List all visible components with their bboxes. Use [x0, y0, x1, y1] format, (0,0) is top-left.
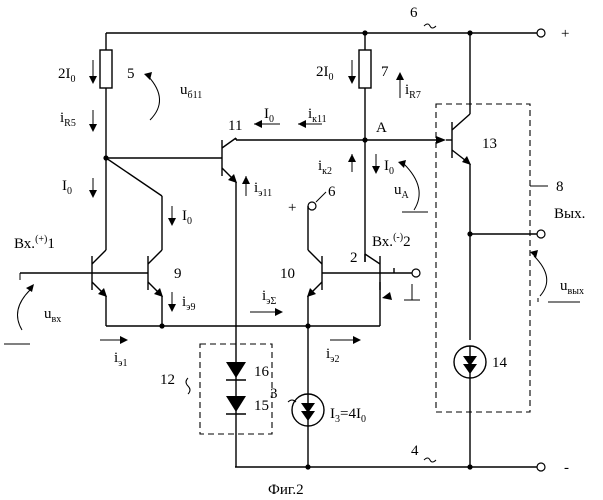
- svg-text:+: +: [561, 26, 569, 42]
- svg-text:iк11: iк11: [308, 106, 327, 125]
- figure-caption: Фиг.2: [268, 482, 304, 498]
- svg-text:2: 2: [350, 250, 358, 266]
- svg-text:uA: uA: [394, 182, 410, 201]
- svg-text:15: 15: [254, 398, 269, 414]
- svg-text:10: 10: [280, 266, 295, 282]
- resistor-5: 5 2I0 iR5: [58, 33, 135, 158]
- svg-text:I0: I0: [62, 178, 72, 197]
- diode-16: 16: [226, 362, 270, 380]
- svg-text:16: 16: [254, 364, 270, 380]
- output: Вых. uвых: [467, 206, 585, 302]
- svg-text:I3=4I0: I3=4I0: [330, 406, 366, 425]
- svg-text:Вых.: Вых.: [554, 206, 585, 222]
- svg-text:uвх: uвх: [44, 306, 61, 325]
- svg-text:5: 5: [127, 66, 135, 82]
- svg-text:6: 6: [410, 5, 418, 21]
- transistor-2: 2 Вх.(-)2: [350, 232, 420, 300]
- svg-text:+: +: [288, 200, 296, 216]
- current-source-3: 3 I3=4I0: [270, 386, 366, 467]
- svg-text:uб11: uб11: [180, 82, 202, 101]
- current-source-14: 14: [454, 346, 508, 467]
- svg-text:uвых: uвых: [560, 278, 584, 297]
- negative-bus: 4 -: [235, 443, 569, 476]
- svg-text:14: 14: [492, 355, 508, 371]
- svg-text:9: 9: [174, 266, 182, 282]
- bias-6: + 6: [288, 184, 336, 250]
- svg-text:iк2: iк2: [318, 158, 332, 177]
- svg-text:11: 11: [228, 118, 242, 134]
- svg-text:iR5: iR5: [60, 110, 76, 129]
- svg-text:A: A: [376, 120, 387, 136]
- svg-text:iэ2: iэ2: [326, 346, 339, 365]
- transistor-10: 10: [280, 250, 380, 392]
- transistor-1: Вх.(+)1: [14, 234, 148, 326]
- svg-text:iэ1: iэ1: [114, 350, 127, 369]
- svg-text:iэ9: iэ9: [182, 294, 195, 313]
- svg-text:iR7: iR7: [405, 82, 421, 101]
- block-12: 12: [160, 344, 272, 434]
- svg-text:Вх.(+)1: Вх.(+)1: [14, 234, 55, 252]
- svg-text:6: 6: [328, 184, 336, 200]
- svg-text:4: 4: [411, 443, 419, 459]
- svg-text:13: 13: [482, 136, 497, 152]
- positive-bus: 6 +: [106, 5, 569, 42]
- svg-text:8: 8: [556, 179, 564, 195]
- svg-text:I0: I0: [182, 208, 192, 227]
- voltage-uin: uвх: [4, 273, 61, 344]
- voltage-ub11: uб11: [144, 72, 202, 120]
- emitter-bus: iэ1 iэΣ iэ2: [100, 288, 380, 369]
- diode-15: 15: [226, 396, 269, 414]
- svg-text:12: 12: [160, 372, 175, 388]
- svg-text:I0: I0: [384, 158, 394, 177]
- svg-text:iэ11: iэ11: [254, 180, 272, 199]
- svg-text:Вх.(-)2: Вх.(-)2: [372, 232, 411, 250]
- resistor-7: 7 2I0 iR7: [316, 33, 421, 262]
- input-stage-wiring: I0 I0: [62, 155, 222, 250]
- svg-text:2I0: 2I0: [58, 66, 76, 85]
- svg-text:2I0: 2I0: [316, 64, 334, 83]
- svg-text:-: -: [564, 460, 569, 476]
- svg-text:7: 7: [381, 64, 389, 80]
- svg-text:I0: I0: [264, 106, 274, 125]
- svg-text:3: 3: [270, 386, 278, 402]
- transistor-13: 13: [446, 33, 497, 340]
- node-a: A iк2 I0 uA: [318, 120, 446, 212]
- svg-text:iэΣ: iэΣ: [262, 288, 276, 307]
- transistor-9: 9 iэ9: [148, 250, 195, 326]
